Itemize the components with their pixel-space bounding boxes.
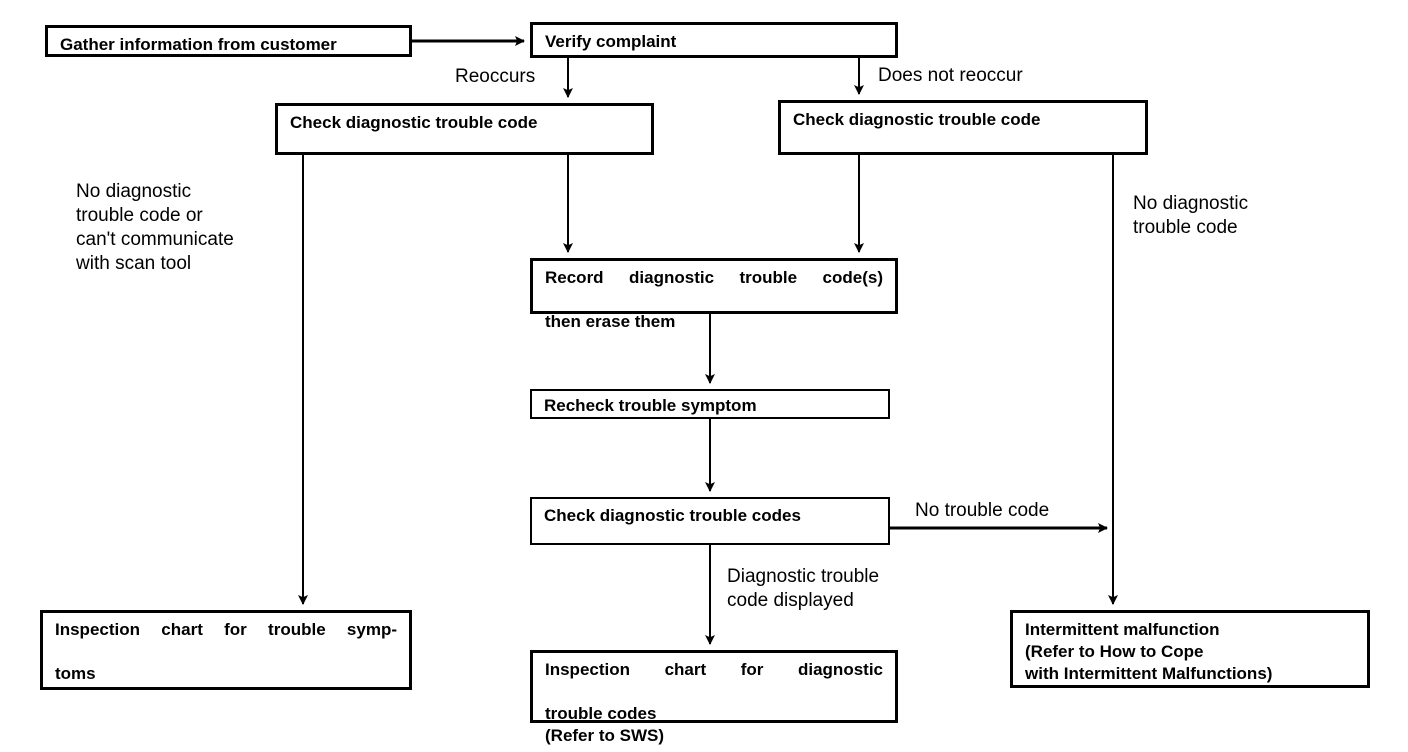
box-verify-complaint[interactable]: Verify complaint <box>530 22 898 58</box>
box-intermittent-malfunction-line3: with Intermittent Malfunctions) <box>1025 664 1273 684</box>
edge-label-reoccurs: Reoccurs <box>455 66 536 87</box>
box-intermittent-malfunction[interactable]: Intermittent malfunction (Refer to How t… <box>1010 610 1370 688</box>
box-inspection-chart-trouble-symptoms[interactable]: Inspection chart for trouble symp- toms <box>40 610 412 690</box>
box-inspection-chart-trouble-symptoms-line2: toms <box>55 664 96 684</box>
box-check-diagnostic-trouble-code-right[interactable]: Check diagnostic trouble code <box>778 100 1148 155</box>
box-inspection-chart-trouble-symptoms-line1: Inspection chart for trouble symp- <box>55 620 397 639</box>
box-inspection-chart-diagnostic-codes-line2: trouble codes <box>545 704 657 724</box>
box-record-trouble-codes-line1: Record diagnostic trouble code(s) <box>545 268 883 287</box>
box-check-diagnostic-trouble-codes[interactable]: Check diagnostic trouble codes <box>530 497 890 545</box>
box-gather-information[interactable]: Gather information from customer <box>45 25 412 57</box>
edge-label-does-not-reoccur: Does not reoccur <box>878 65 1023 86</box>
box-check-diagnostic-trouble-codes-text: Check diagnostic trouble codes <box>544 506 801 525</box>
box-recheck-trouble-symptom-text: Recheck trouble symptom <box>544 396 757 415</box>
box-inspection-chart-diagnostic-codes-line3: (Refer to SWS) <box>545 726 664 746</box>
box-inspection-chart-diagnostic-codes-line1: Inspection chart for diagnostic <box>545 660 883 679</box>
box-verify-complaint-text: Verify complaint <box>545 32 677 51</box>
box-check-diagnostic-trouble-code-left[interactable]: Check diagnostic trouble code <box>275 103 654 155</box>
box-intermittent-malfunction-line1: Intermittent malfunction <box>1025 620 1220 639</box>
box-check-diagnostic-trouble-code-right-text: Check diagnostic trouble code <box>793 110 1041 129</box>
edge-label-no-code-or-communicate: No diagnostic trouble code or can't comm… <box>76 181 234 274</box>
box-check-diagnostic-trouble-code-left-text: Check diagnostic trouble code <box>290 113 538 132</box>
box-record-trouble-codes[interactable]: Record diagnostic trouble code(s) then e… <box>530 258 898 331</box>
edge-label-no-diagnostic-trouble-code: No diagnostic trouble code <box>1133 193 1249 238</box>
edge-label-diagnostic-code-displayed: Diagnostic trouble code displayed <box>727 566 880 611</box>
box-record-trouble-codes-line2: then erase them <box>545 312 676 332</box>
box-intermittent-malfunction-line2: (Refer to How to Cope <box>1025 642 1204 662</box>
box-inspection-chart-diagnostic-codes[interactable]: Inspection chart for diagnostic trouble … <box>530 650 898 745</box>
box-gather-information-text: Gather information from customer <box>60 35 337 54</box>
edge-label-no-trouble-code: No trouble code <box>915 500 1050 521</box>
box-recheck-trouble-symptom[interactable]: Recheck trouble symptom <box>530 389 890 419</box>
